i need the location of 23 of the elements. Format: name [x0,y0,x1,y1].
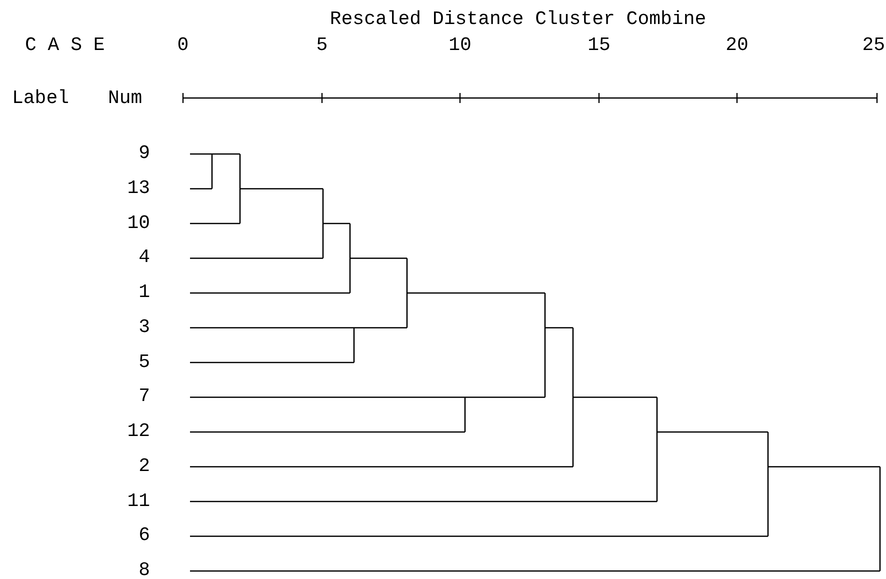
case-number: 7 [138,385,150,408]
case-number: 1 [138,281,150,303]
tick-label: 20 [726,34,748,56]
case-number: 9 [138,142,150,164]
case-number: 11 [127,490,150,512]
case-number: 8 [138,559,150,579]
case-number: 12 [127,420,150,442]
tick-label: 10 [448,34,472,56]
case-number: 2 [138,454,150,477]
case-number: 10 [127,212,150,234]
case-number: 6 [138,524,150,546]
column-header: C A S E [25,34,105,56]
tick-label: 25 [862,34,885,56]
chart-title: Rescaled Distance Cluster Combine [328,8,708,30]
tick-label: 15 [588,34,610,56]
case-number: 5 [138,350,150,372]
case-number: 4 [138,246,150,268]
column-header: Num [108,87,142,109]
case-number: 13 [127,176,150,199]
case-number: 3 [138,316,150,338]
column-header: Label [12,87,70,109]
tick-label: 0 [177,34,189,56]
tick-label: 5 [316,34,328,56]
